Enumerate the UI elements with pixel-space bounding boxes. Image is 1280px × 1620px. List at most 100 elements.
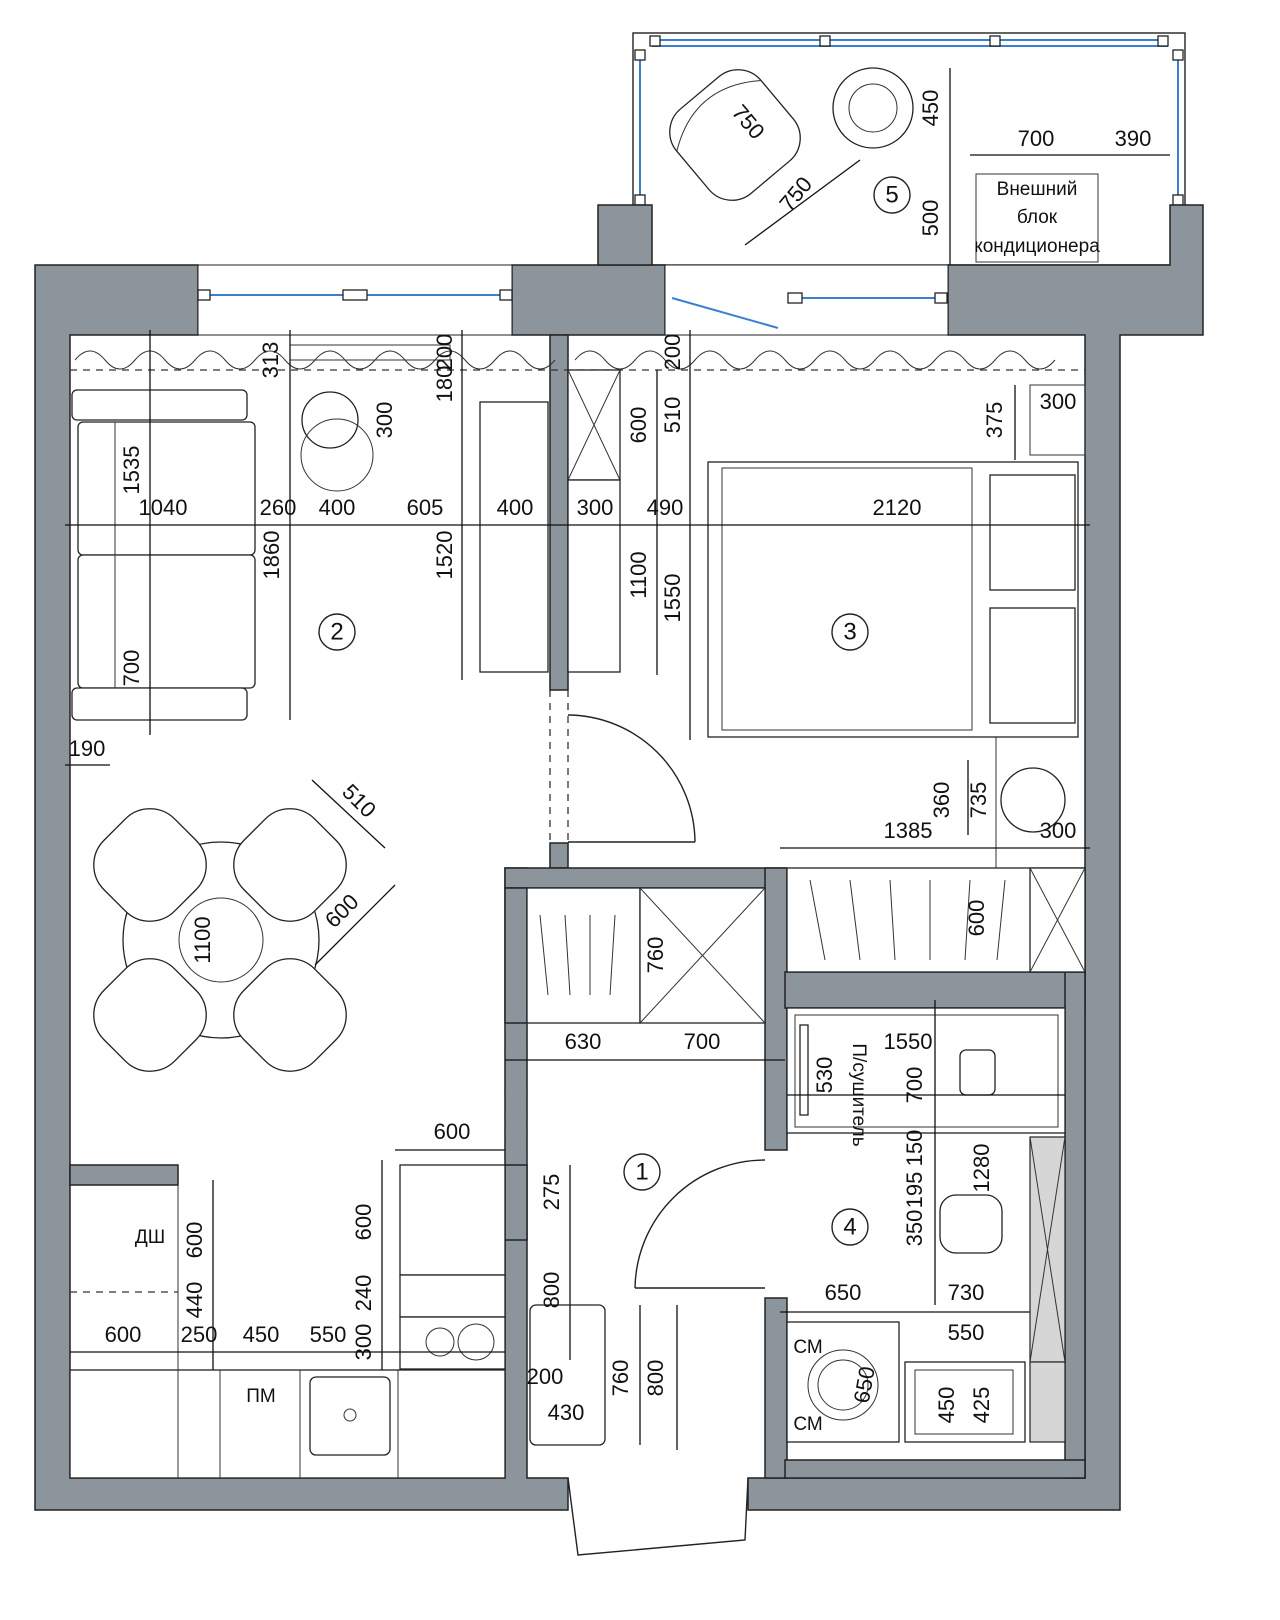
dim-label: 200	[527, 1364, 564, 1389]
bathtub	[786, 1007, 1066, 1134]
dim-label: 350	[902, 1210, 927, 1247]
kitchen-dimensions: 600 600 240 300 600 440 600 250 450 550	[105, 1119, 471, 1361]
dishwasher-label: ДШ	[135, 1227, 165, 1248]
dim-label: 300	[577, 495, 614, 520]
dim-label: 600	[105, 1322, 142, 1347]
entrance-door[interactable]	[567, 1477, 749, 1556]
dim-label: 510	[660, 397, 685, 434]
dim-label: 1550	[660, 574, 685, 623]
ac-label-line1: Внешний	[997, 179, 1078, 200]
dim-label: 1100	[190, 916, 215, 963]
room-number-4: 4	[843, 1213, 856, 1240]
bedroom-door[interactable]	[567, 714, 696, 843]
dim-label: 490	[647, 495, 684, 520]
dim-label: 700	[1018, 126, 1055, 151]
dim-label: 400	[497, 495, 534, 520]
dim-label: 600	[434, 1119, 471, 1144]
dim-label: 750	[774, 172, 817, 216]
bedroom-dimensions: 200 600 510 300 490 2120 375 300 1100 15…	[577, 334, 1077, 937]
dim-label: 250	[181, 1322, 218, 1347]
room-number-2: 2	[330, 618, 343, 645]
dim-label: 1535	[119, 446, 144, 495]
dim-label: 700	[684, 1029, 721, 1054]
dim-label: 450	[934, 1387, 959, 1424]
ac-label-line3: кондиционера	[974, 236, 1100, 257]
dim-label: 760	[608, 1360, 633, 1397]
dim-label: 1550	[884, 1029, 933, 1054]
armchair	[669, 69, 801, 201]
washing-machine	[786, 1321, 900, 1443]
bathroom-door[interactable]	[634, 1159, 766, 1289]
dim-label: 550	[948, 1320, 985, 1345]
room-markers: 1 2 3 4 5	[318, 176, 911, 1246]
dim-label: 425	[969, 1387, 994, 1424]
washbasin	[904, 1361, 1026, 1443]
dim-label: 1040	[139, 495, 188, 520]
washer-label-top: СМ	[793, 1337, 822, 1358]
hall-bench	[529, 1304, 606, 1446]
dim-label: 1520	[432, 531, 457, 580]
dim-label: 180	[432, 366, 457, 403]
built-in-appliance-label: ПМ	[246, 1386, 275, 1407]
windows	[197, 264, 949, 336]
dim-label: 300	[372, 402, 397, 439]
room-number-1: 1	[635, 1158, 648, 1185]
dim-label: 360	[929, 782, 954, 819]
dim-label: 800	[643, 1360, 668, 1397]
dim-label: 450	[243, 1322, 280, 1347]
dim-label: 530	[812, 1057, 837, 1094]
dining-set	[93, 808, 347, 1072]
dim-label: 430	[548, 1400, 585, 1425]
dim-label: 730	[948, 1280, 985, 1305]
dimension-lines	[65, 330, 1090, 1450]
balcony-dimensions: 750 750 450 700 390 500	[727, 90, 1151, 237]
dim-label: 200	[660, 334, 685, 371]
dim-label: 200	[432, 334, 457, 371]
bathroom	[786, 1007, 1066, 1443]
sink	[309, 1376, 391, 1456]
dim-label: 650	[825, 1280, 862, 1305]
dim-label: 275	[539, 1174, 564, 1211]
dim-label: 440	[182, 1282, 207, 1319]
dim-label: 600	[351, 1204, 376, 1241]
bed	[707, 461, 1079, 738]
dim-label: 630	[565, 1029, 602, 1054]
dim-label: 700	[902, 1067, 927, 1104]
dim-label: 700	[119, 650, 144, 687]
dim-label: 800	[539, 1272, 564, 1309]
dim-label: 605	[407, 495, 444, 520]
walls	[34, 204, 1204, 1511]
dim-label: 600	[626, 407, 651, 444]
dim-label: 400	[319, 495, 356, 520]
toilet	[939, 1194, 1003, 1254]
dim-label: 260	[260, 495, 297, 520]
dim-label: 300	[351, 1324, 376, 1361]
dim-label: 760	[643, 937, 668, 974]
dim-label: 240	[351, 1275, 376, 1312]
dim-label: 300	[1040, 818, 1077, 843]
wardrobe-bedroom	[567, 369, 1086, 973]
dim-label: 600	[964, 900, 989, 937]
dim-label: 300	[1040, 389, 1077, 414]
towel-dryer-label: П/сушитель	[848, 1043, 869, 1146]
dim-label: 313	[258, 342, 283, 379]
dim-label: 2120	[873, 495, 922, 520]
kitchen	[69, 1164, 506, 1479]
dim-label: 1280	[969, 1144, 994, 1193]
dim-label: 195	[902, 1172, 927, 1209]
round-table	[832, 67, 914, 149]
dim-label: 600	[182, 1222, 207, 1259]
dim-label: 190	[69, 736, 106, 761]
dim-label: 390	[1115, 126, 1152, 151]
dim-label: 150	[902, 1130, 927, 1167]
room-number-3: 3	[843, 618, 856, 645]
room-number-5: 5	[885, 181, 898, 208]
hall-wardrobe	[526, 887, 766, 1024]
dim-label: 450	[918, 90, 943, 127]
dim-label: 510	[337, 779, 381, 823]
dim-label: 500	[918, 200, 943, 237]
washer-label-bottom: СМ	[793, 1414, 822, 1435]
ac-label-line2: блок	[1017, 207, 1058, 228]
balcony	[632, 32, 1186, 266]
